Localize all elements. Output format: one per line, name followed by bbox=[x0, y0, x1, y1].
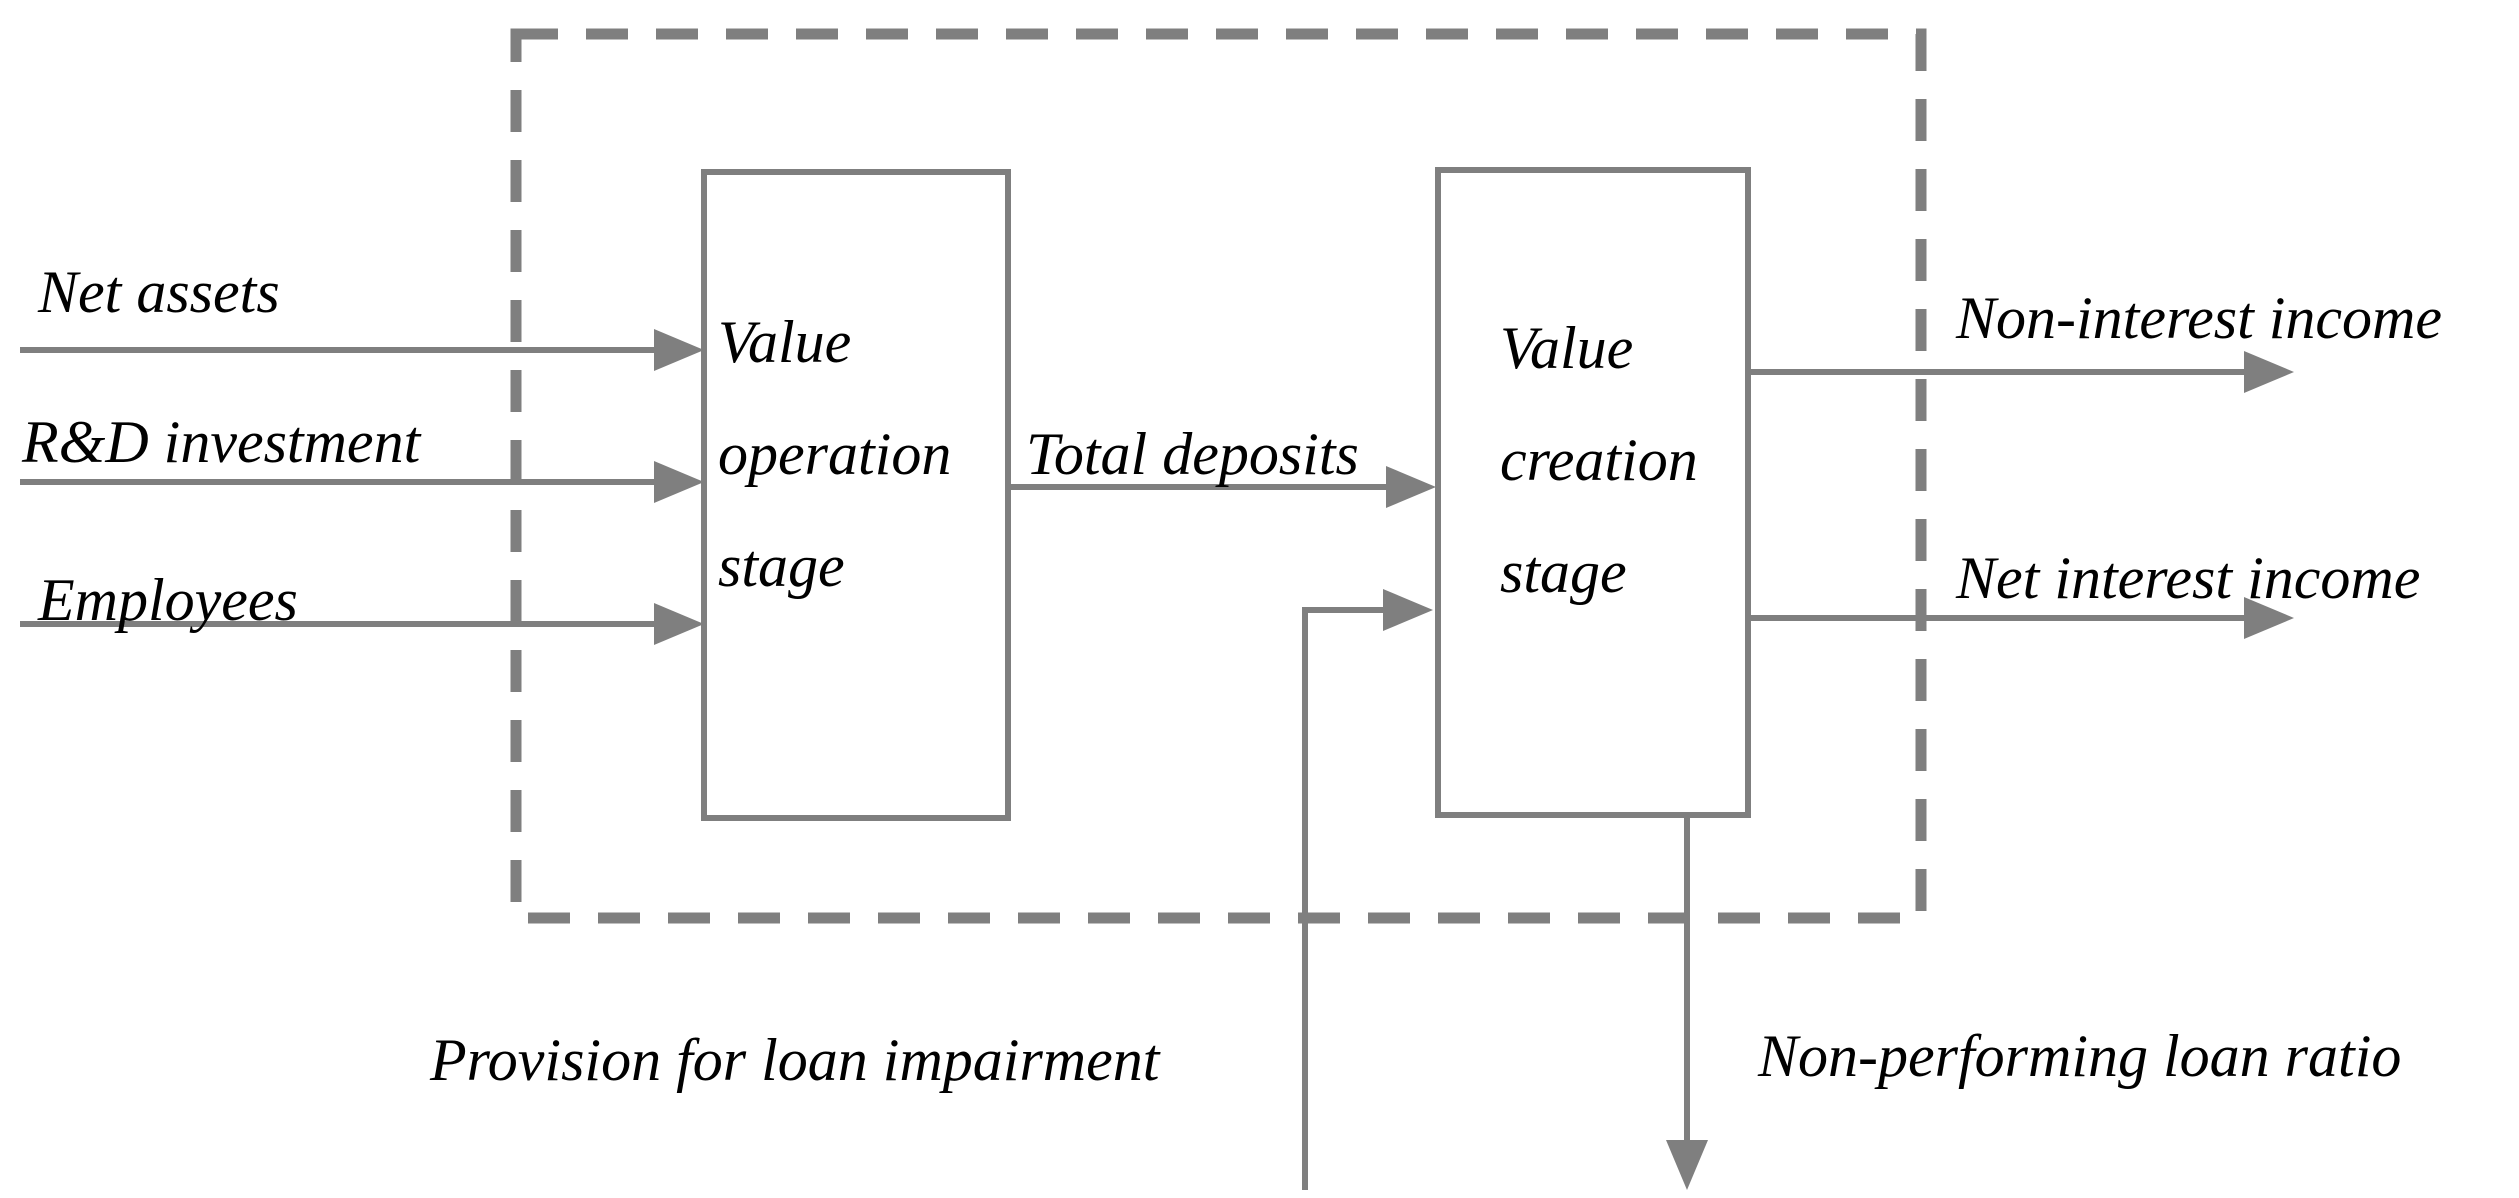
stage2-line3: stage bbox=[1500, 539, 1627, 605]
value-creation-stage-label: Value creation stage bbox=[1500, 315, 1698, 605]
stage2-line2: creation bbox=[1500, 427, 1698, 493]
value-operation-stage-label: Value operation stage bbox=[718, 309, 951, 599]
stage1-line2: operation bbox=[718, 421, 951, 487]
arrowhead-npl-ratio-icon bbox=[1666, 1140, 1708, 1190]
label-net-assets: Net assets bbox=[37, 259, 280, 325]
arrowhead-non-interest-icon bbox=[2244, 351, 2294, 393]
label-non-interest-income: Non-interest income bbox=[1955, 285, 2442, 351]
value-creation-stage-box bbox=[1435, 167, 1751, 818]
label-rd-investment: R&D investment bbox=[21, 409, 422, 475]
stage-boxes bbox=[701, 167, 1751, 821]
label-provision-loan-impairment: Provision for loan impairment bbox=[429, 1027, 1161, 1093]
stage1-line3: stage bbox=[718, 533, 845, 599]
label-total-deposits: Total deposits bbox=[1026, 421, 1359, 487]
arrow-line-provision-loan-impairment bbox=[1302, 607, 1397, 1190]
stage2-line1: Value bbox=[1500, 315, 1633, 381]
arrowhead-employees-icon bbox=[654, 603, 704, 645]
label-employees: Employees bbox=[37, 567, 298, 633]
connector-lines bbox=[20, 347, 2252, 1190]
arrowhead-total-deposits-icon bbox=[1386, 466, 1436, 508]
arrowhead-provision-icon bbox=[1383, 589, 1433, 631]
dashed-boundary-box bbox=[510, 28, 1927, 924]
label-non-performing-loan-ratio: Non-performing loan ratio bbox=[1757, 1023, 2401, 1089]
arrowheads bbox=[654, 329, 2294, 1190]
arrowhead-rd-investment-icon bbox=[654, 461, 704, 503]
arrowhead-net-assets-icon bbox=[654, 329, 704, 371]
value-operation-stage-box bbox=[701, 169, 1011, 821]
stage1-line1: Value bbox=[718, 309, 851, 375]
arrowhead-net-interest-icon bbox=[2244, 597, 2294, 639]
label-net-interest-income: Net interest income bbox=[1955, 545, 2420, 611]
